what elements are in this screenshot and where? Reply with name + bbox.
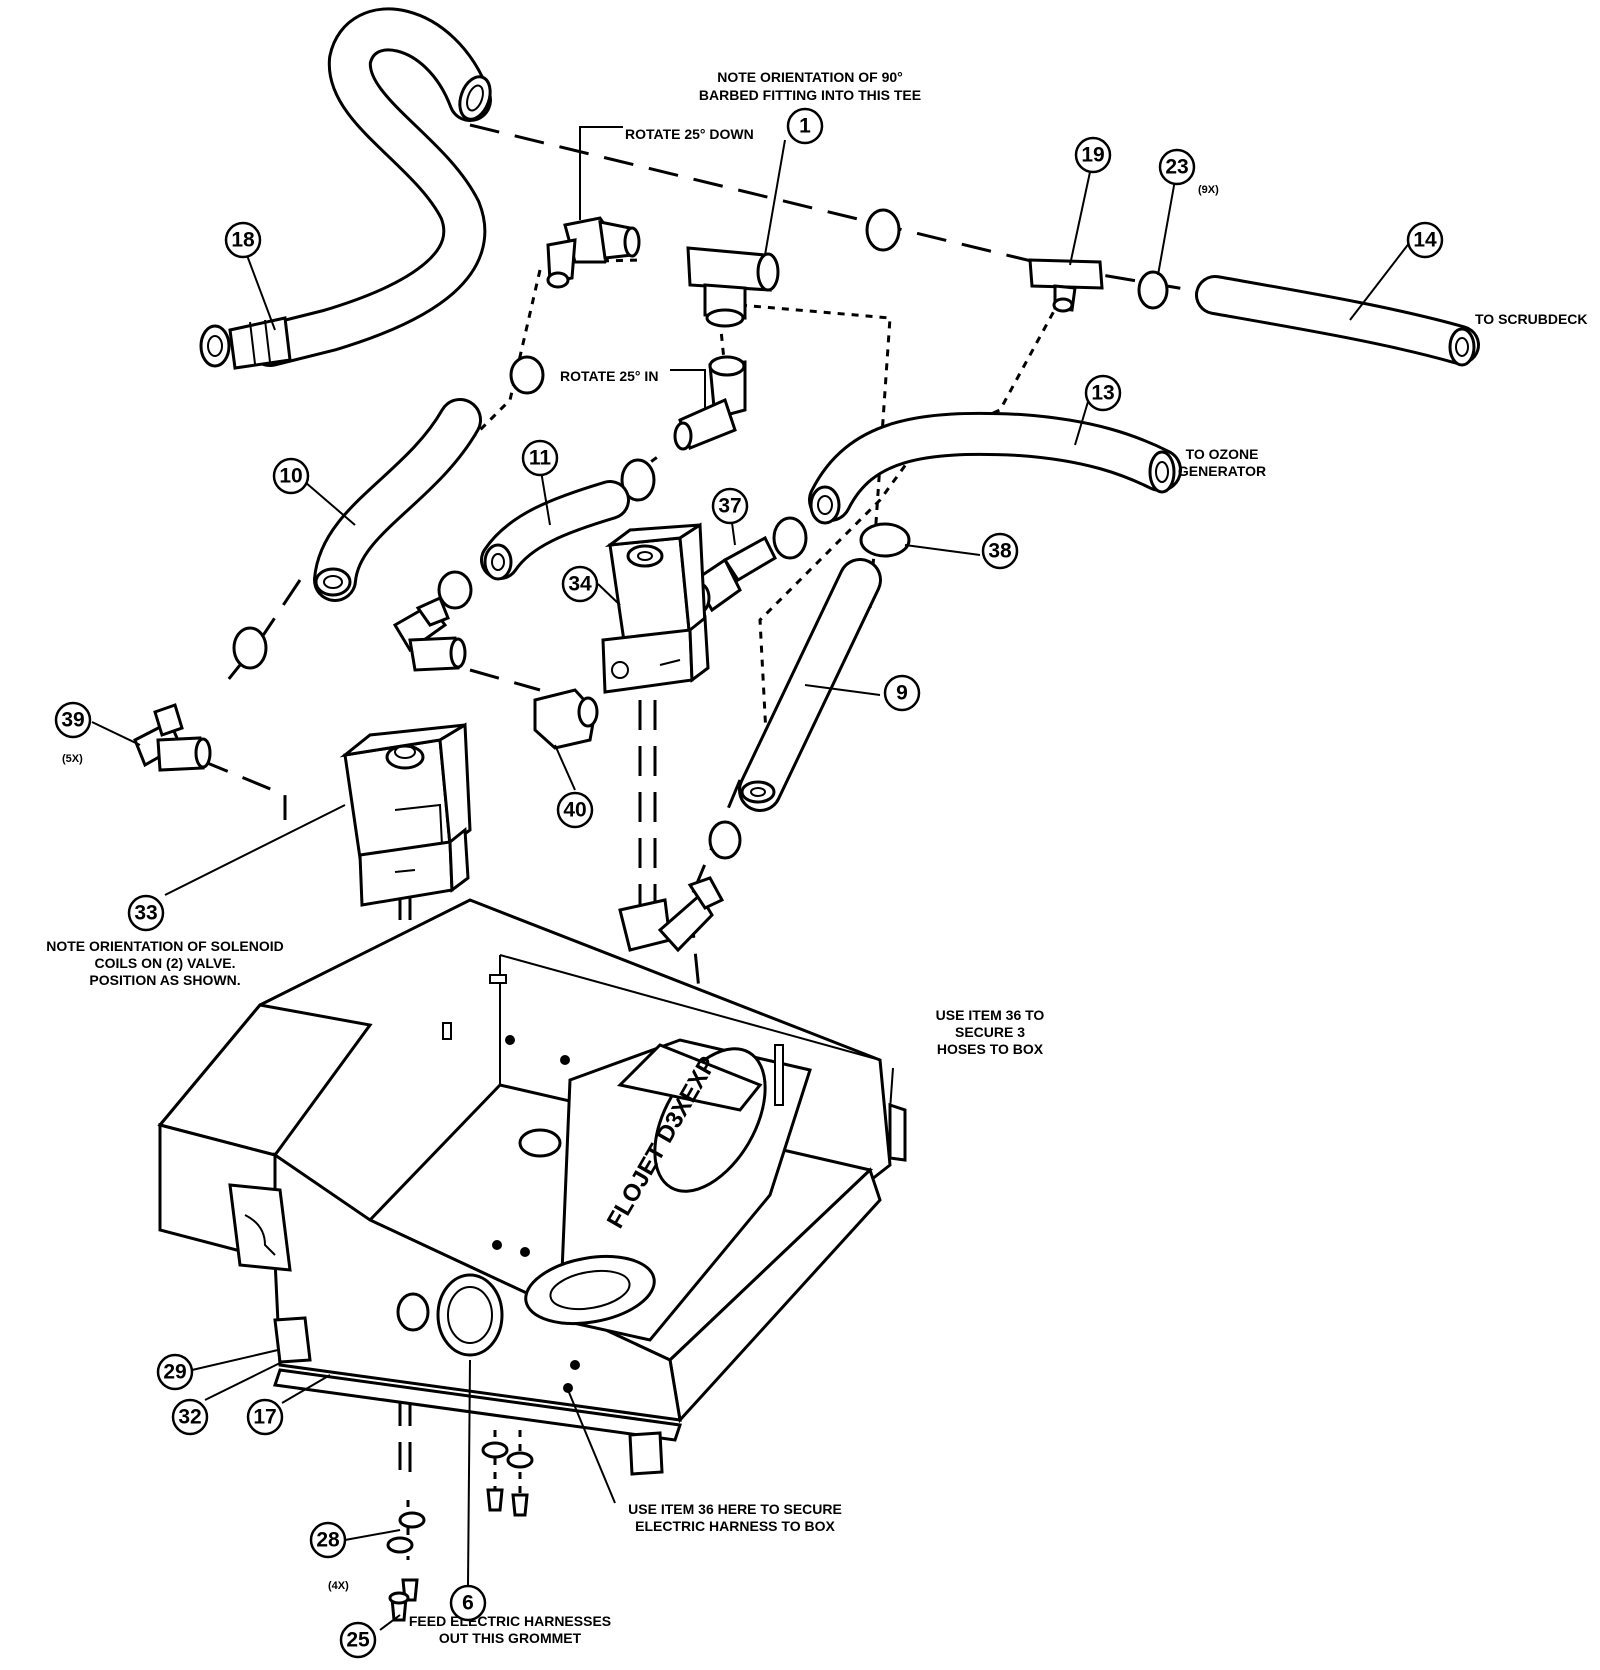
hose-14 xyxy=(1195,275,1480,367)
balloon-label: 6 xyxy=(462,1592,474,1615)
note-orientation-tee-line2: BARBED FITTING INTO THIS TEE xyxy=(699,87,921,103)
balloon-label: 1 xyxy=(799,115,811,138)
diagram-notes: NOTE ORIENTATION OF 90° BARBED FITTING I… xyxy=(46,69,1587,1646)
balloon-label: 18 xyxy=(231,229,255,252)
balloon-item-33: 33 xyxy=(127,894,165,932)
balloon-item-40: 40 xyxy=(556,791,594,829)
hose-13 xyxy=(808,411,1182,525)
balloon-label: 17 xyxy=(253,1406,276,1429)
balloon-item-11: 11 xyxy=(521,439,559,477)
balloon-label: 38 xyxy=(988,540,1012,563)
note-secure-hoses-line1: USE ITEM 36 TO xyxy=(936,1007,1045,1023)
balloon-label: 14 xyxy=(1413,229,1437,252)
balloon-item-39: 39 xyxy=(54,701,92,739)
balloon-label: 34 xyxy=(568,573,592,596)
tee-fitting-19 xyxy=(1028,258,1104,313)
note-qty-5x: (5X) xyxy=(62,753,83,765)
balloon-item-6: 6 xyxy=(449,1584,487,1622)
note-secure-hoses-line2: SECURE 3 xyxy=(955,1024,1025,1040)
solenoid-valve-33 xyxy=(339,722,472,907)
washers-28 xyxy=(386,1511,426,1622)
balloon-item-37: 37 xyxy=(711,487,749,525)
item-balloons: 1 19 23 14 18 13 10 11 37 38 34 9 39 40 … xyxy=(54,107,1444,1659)
leader-lines xyxy=(91,126,1411,1631)
balloon-label: 10 xyxy=(279,465,302,488)
balloon-label: 19 xyxy=(1081,144,1104,167)
balloon-item-32: 32 xyxy=(171,1398,209,1436)
note-solenoid-line3: POSITION AS SHOWN. xyxy=(89,972,240,988)
hose-clamps xyxy=(232,208,1169,860)
balloon-item-19: 19 xyxy=(1074,136,1112,174)
balloon-item-17: 17 xyxy=(246,1398,284,1436)
balloon-item-25: 25 xyxy=(339,1621,377,1659)
balloon-item-13: 13 xyxy=(1084,374,1122,412)
note-to-ozone-line1: TO OZONE xyxy=(1186,446,1259,462)
hose-10 xyxy=(313,398,482,602)
balloon-item-1: 1 xyxy=(786,107,824,145)
balloon-item-18: 18 xyxy=(224,221,262,259)
hose-11 xyxy=(480,480,630,581)
balloon-label: 25 xyxy=(346,1629,370,1652)
note-secure-harness-line2: ELECTRIC HARNESS TO BOX xyxy=(635,1518,835,1534)
note-qty-9x: (9X) xyxy=(1198,184,1219,196)
elbow-fitting-39 xyxy=(133,703,212,772)
note-solenoid-line2: COILS ON (2) VALVE. xyxy=(94,955,235,971)
note-grommet-line2: OUT THIS GROMMET xyxy=(439,1630,582,1646)
pump-flojet: FLOJET D3XEXP xyxy=(524,1038,812,1342)
note-solenoid-line1: NOTE ORIENTATION OF SOLENOID xyxy=(46,938,283,954)
hose-18 xyxy=(199,7,492,370)
elbow-fitting-box xyxy=(618,876,725,953)
balloon-label: 23 xyxy=(1165,156,1188,179)
note-rotate-down: ROTATE 25° DOWN xyxy=(625,126,754,142)
fitting-40 xyxy=(533,688,599,750)
balloon-item-23: 23 xyxy=(1158,148,1196,186)
balloon-label: 29 xyxy=(163,1361,186,1384)
elbow-fitting-top xyxy=(546,216,641,289)
balloon-label: 32 xyxy=(178,1406,201,1429)
elbow-fitting-mid xyxy=(392,595,467,672)
solenoid-valve-34 xyxy=(601,522,710,694)
hose-9 xyxy=(738,558,882,812)
balloon-item-10: 10 xyxy=(272,457,310,495)
note-secure-harness-line1: USE ITEM 36 HERE TO SECURE xyxy=(628,1501,842,1517)
note-grommet-line1: FEED ELECTRIC HARNESSES xyxy=(409,1613,611,1629)
tee-fitting-1 xyxy=(686,246,780,328)
note-qty-4x: (4X) xyxy=(328,1580,349,1592)
balloon-label: 28 xyxy=(316,1529,340,1552)
balloon-label: 9 xyxy=(896,682,908,705)
balloon-label: 11 xyxy=(529,447,552,470)
balloon-label: 13 xyxy=(1091,382,1114,405)
balloon-item-34: 34 xyxy=(561,565,599,603)
note-orientation-tee-line1: NOTE ORIENTATION OF 90° xyxy=(717,69,903,85)
note-to-ozone-line2: GENERATOR xyxy=(1178,463,1266,479)
elbow-fitting-rotate-in xyxy=(673,355,747,451)
balloon-item-28: 28 xyxy=(309,1521,347,1559)
balloon-item-29: 29 xyxy=(156,1353,194,1391)
balloon-label: 40 xyxy=(563,799,586,822)
note-secure-hoses-line3: HOSES TO BOX xyxy=(937,1041,1044,1057)
balloon-label: 39 xyxy=(61,709,84,732)
balloon-label: 33 xyxy=(134,902,157,925)
balloon-item-38: 38 xyxy=(981,532,1019,570)
balloon-item-9: 9 xyxy=(883,674,921,712)
note-to-scrubdeck: TO SCRUBDECK xyxy=(1475,311,1588,327)
balloon-label: 37 xyxy=(718,495,741,518)
note-rotate-in: ROTATE 25° IN xyxy=(560,368,658,384)
balloon-item-14: 14 xyxy=(1406,221,1444,259)
